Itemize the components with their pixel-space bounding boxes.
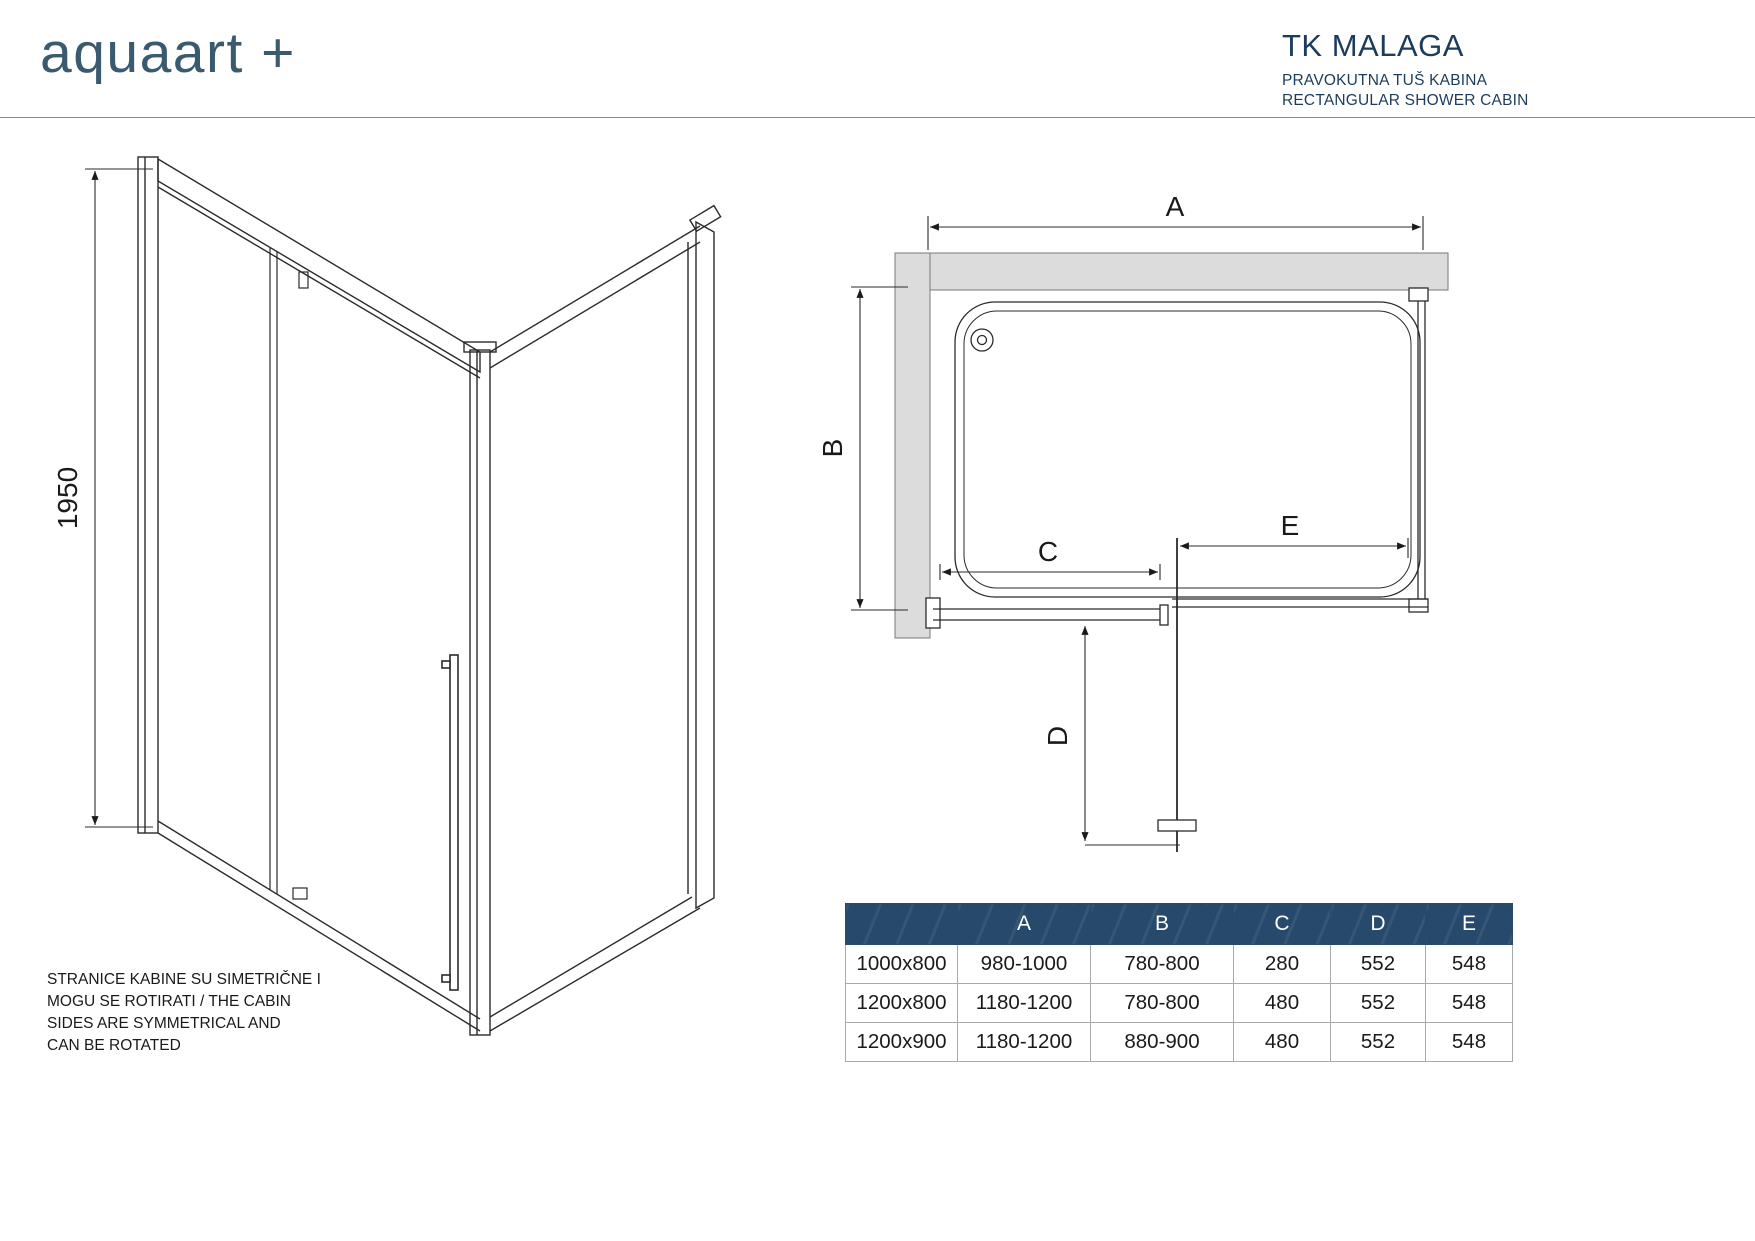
table-header-d: D bbox=[1330, 903, 1426, 945]
value-d-cell: 552 bbox=[1330, 983, 1426, 1023]
table-header-a: A bbox=[957, 903, 1091, 945]
fixed-front-glass bbox=[1172, 598, 1428, 608]
value-b-cell: 780-800 bbox=[1090, 944, 1234, 984]
table-row: 1200x900 1180-1200 880-900 480 552 548 bbox=[845, 1022, 1513, 1062]
top-view-drawing: A B C E D bbox=[820, 191, 1449, 852]
product-title: TK MALAGA bbox=[1282, 28, 1464, 63]
shower-tray bbox=[954, 301, 1421, 598]
dim-a bbox=[927, 216, 1424, 250]
value-c-cell: 480 bbox=[1233, 983, 1331, 1023]
product-subtitle-hr: PRAVOKUTNA TUŠ KABINA bbox=[1282, 72, 1488, 89]
brand-logo: aquaart + bbox=[40, 21, 296, 85]
value-d-cell: 552 bbox=[1330, 1022, 1426, 1062]
size-cell: 1200x800 bbox=[845, 983, 958, 1023]
table-header-b: B bbox=[1090, 903, 1234, 945]
table-header-row: A B C D E bbox=[845, 903, 1513, 945]
dim-c bbox=[939, 564, 1161, 580]
value-a-cell: 1180-1200 bbox=[957, 1022, 1091, 1062]
dim-label-d: D bbox=[1042, 726, 1073, 746]
sliding-door-plan bbox=[925, 597, 1169, 629]
value-a-cell: 980-1000 bbox=[957, 944, 1091, 984]
note-line-1: STRANICE KABINE SU SIMETRIČNE I bbox=[47, 971, 321, 988]
size-cell: 1200x900 bbox=[845, 1022, 958, 1062]
dimensions-table: A B C D E 1000x800 980-1000 780-800 280 … bbox=[845, 903, 1513, 1062]
dim-label-1950: 1950 bbox=[55, 467, 83, 529]
note-line-2: MOGU SE ROTIRATI / THE CABIN bbox=[47, 993, 292, 1010]
table-header-e: E bbox=[1425, 903, 1513, 945]
front-left-profile bbox=[137, 156, 159, 834]
dim-e bbox=[1180, 538, 1409, 558]
height-dimension bbox=[85, 168, 153, 828]
value-b-cell: 880-900 bbox=[1090, 1022, 1234, 1062]
door-handle bbox=[441, 654, 459, 991]
title-block: TK MALAGA PRAVOKUTNA TUŠ KABINA RECTANGU… bbox=[1282, 28, 1529, 111]
side-glass bbox=[1408, 287, 1429, 613]
bottom-rail bbox=[157, 820, 481, 1032]
value-a-cell: 1180-1200 bbox=[957, 983, 1091, 1023]
value-b-cell: 780-800 bbox=[1090, 983, 1234, 1023]
corner-profile bbox=[463, 341, 497, 1036]
dim-b bbox=[851, 286, 908, 611]
dim-label-b: B bbox=[820, 439, 848, 458]
table-row: 1000x800 980-1000 780-800 280 552 548 bbox=[845, 944, 1513, 984]
dim-label-c: C bbox=[1038, 536, 1058, 567]
note-line-3: SIDES ARE SYMMETRICAL AND bbox=[47, 1015, 281, 1032]
door-open-position bbox=[1157, 538, 1197, 852]
note-line-4: CAN BE ROTATED bbox=[47, 1037, 181, 1054]
value-e-cell: 548 bbox=[1425, 983, 1513, 1023]
front-view-drawing: 1950 bbox=[55, 156, 722, 1036]
value-e-cell: 548 bbox=[1425, 1022, 1513, 1062]
size-cell: 1000x800 bbox=[845, 944, 958, 984]
product-subtitle-en: RECTANGULAR SHOWER CABIN bbox=[1282, 92, 1529, 109]
header-divider bbox=[0, 117, 1755, 118]
walls bbox=[894, 252, 1449, 639]
value-e-cell: 548 bbox=[1425, 944, 1513, 984]
top-rail bbox=[157, 157, 481, 379]
side-panel bbox=[489, 204, 722, 1032]
table-header-c: C bbox=[1233, 903, 1331, 945]
value-c-cell: 280 bbox=[1233, 944, 1331, 984]
symmetry-note: STRANICE KABINE SU SIMETRIČNE I MOGU SE … bbox=[47, 969, 321, 1057]
table-header-size bbox=[845, 903, 958, 945]
dim-d bbox=[1081, 626, 1180, 846]
value-c-cell: 480 bbox=[1233, 1022, 1331, 1062]
sliding-door-edge bbox=[269, 248, 309, 900]
table-row: 1200x800 1180-1200 780-800 480 552 548 bbox=[845, 983, 1513, 1023]
value-d-cell: 552 bbox=[1330, 944, 1426, 984]
dim-label-e: E bbox=[1281, 510, 1300, 541]
dim-label-a: A bbox=[1166, 191, 1185, 222]
